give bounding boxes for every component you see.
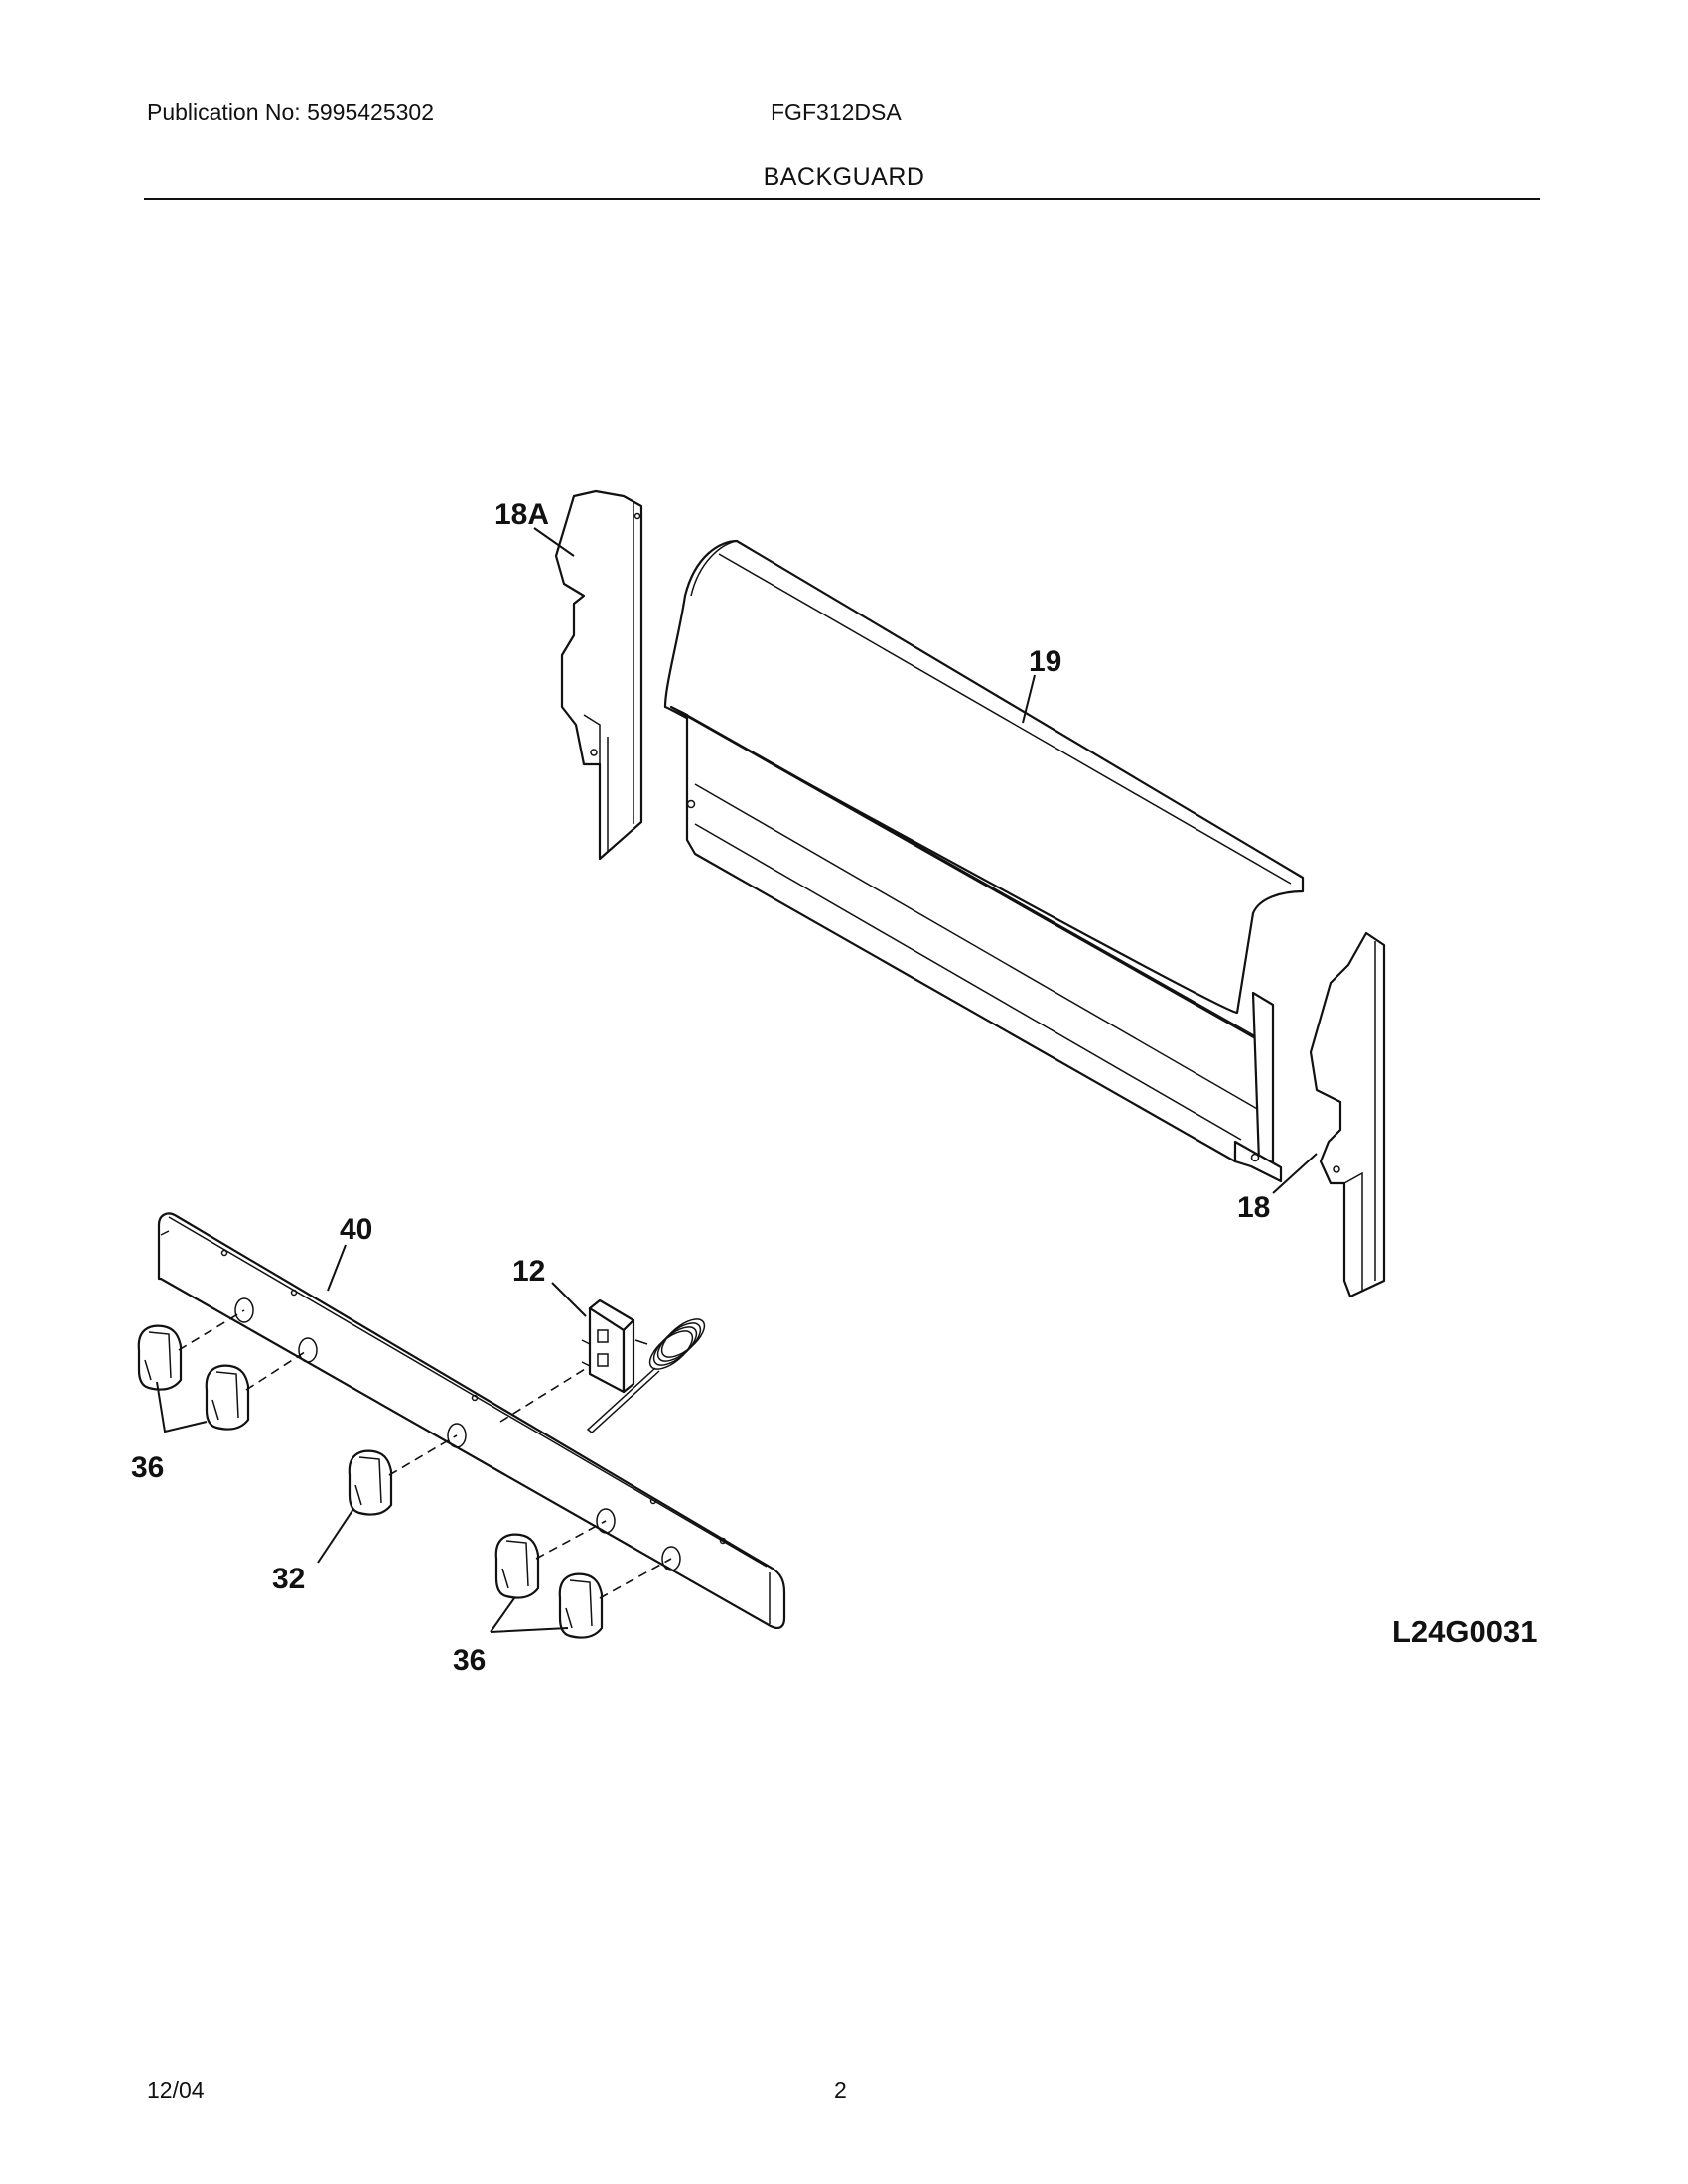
model-number: FGF312DSA [771, 99, 902, 125]
assembly-lines [178, 1309, 672, 1599]
part-36-burner-knob [558, 1572, 604, 1639]
header-rule [144, 198, 1540, 200]
part-40-control-panel [157, 1212, 786, 1629]
section-title: BACKGUARD [763, 163, 925, 191]
callout-19: 19 [1029, 645, 1061, 678]
control-panel-knob-holes [234, 1297, 681, 1571]
part-19-backguard-panel [663, 539, 1305, 1183]
page-number: 2 [834, 2077, 847, 2103]
part-36-burner-knob [494, 1533, 540, 1599]
callout-18: 18 [1237, 1191, 1270, 1224]
part-36-burner-knob [205, 1364, 250, 1431]
part-12-thermostat [581, 1298, 706, 1433]
leader-lines [156, 527, 1318, 1633]
callout-32: 32 [272, 1563, 305, 1595]
part-18a-left-end-bracket [554, 489, 643, 861]
publication-number: Publication No: 5995425302 [147, 99, 435, 125]
part-36-burner-knob [137, 1324, 183, 1391]
part-32-oven-knob [348, 1449, 393, 1516]
callout-18a: 18A [494, 498, 549, 531]
callout-12: 12 [512, 1255, 545, 1288]
callout-36: 36 [131, 1451, 164, 1484]
diagram-code: L24G0031 [1392, 1614, 1538, 1649]
part-18-right-end-bracket [1309, 931, 1386, 1298]
callout-40: 40 [340, 1213, 372, 1246]
publication-date: 12/04 [147, 2077, 205, 2103]
callout-36: 36 [453, 1644, 486, 1677]
